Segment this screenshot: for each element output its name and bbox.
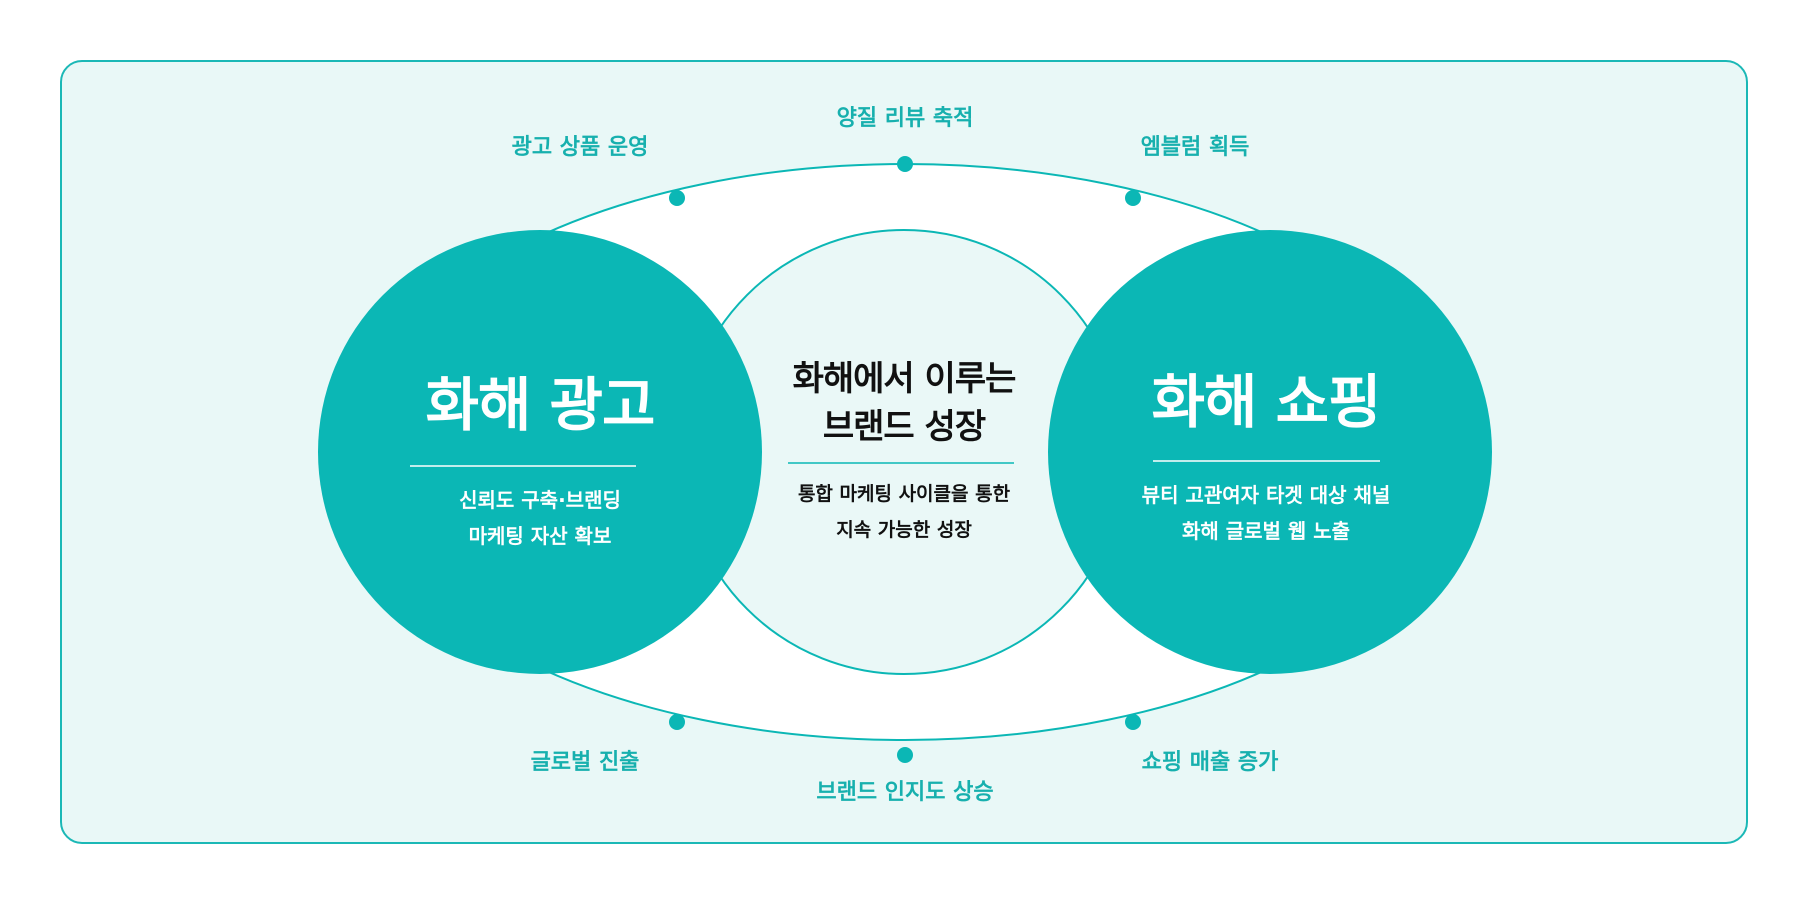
center-title-line-2: 브랜드 성장: [822, 407, 986, 447]
center-circle-desc: 통합 마케팅 사이클을 통한 지속 가능한 성장: [754, 476, 1054, 548]
right-desc-line-1: 뷰티 고관여자 타겟 대상 채널: [1141, 483, 1391, 507]
cycle-node-dot-bottom-left: [669, 714, 685, 730]
cycle-label-bottom-left: 글로벌 진출: [530, 750, 640, 775]
cycle-label-bottom-center: 브랜드 인지도 상승: [816, 780, 994, 805]
left-circle-title: 화해 광고: [425, 371, 656, 439]
center-desc-line-2: 지속 가능한 성장: [836, 519, 972, 541]
right-circle-shopping: [1048, 230, 1492, 674]
cycle-label-bottom-right: 쇼핑 매출 증가: [1141, 750, 1279, 775]
left-desc-line-1: 신뢰도 구축·브랜딩: [459, 488, 621, 512]
cycle-node-dot-bottom-right: [1125, 714, 1141, 730]
cycle-label-top-center: 양질 리뷰 축적: [836, 106, 974, 131]
right-circle-desc: 뷰티 고관여자 타겟 대상 채널 화해 글로벌 웹 노출: [1116, 477, 1416, 549]
right-circle-title: 화해 쇼핑: [1151, 368, 1382, 436]
center-circle-title: 화해에서 이루는 브랜드 성장: [754, 355, 1054, 451]
cycle-label-top-right: 엠블럼 획득: [1140, 135, 1250, 160]
cycle-label-top-left: 광고 상품 운영: [511, 135, 649, 160]
cycle-node-dot-top-left: [669, 190, 685, 206]
left-circle-desc: 신뢰도 구축·브랜딩 마케팅 자산 확보: [400, 482, 680, 554]
center-title-line-1: 화해에서 이루는: [792, 359, 1017, 399]
left-circle-advertising: [318, 230, 762, 674]
center-desc-line-1: 통합 마케팅 사이클을 통한: [797, 483, 1011, 505]
left-desc-line-2: 마케팅 자산 확보: [468, 524, 612, 548]
cycle-node-dot-top-right: [1125, 190, 1141, 206]
cycle-node-dot-top-center: [897, 156, 913, 172]
right-desc-line-2: 화해 글로벌 웹 노출: [1181, 519, 1351, 543]
cycle-node-dot-bottom-center: [897, 747, 913, 763]
